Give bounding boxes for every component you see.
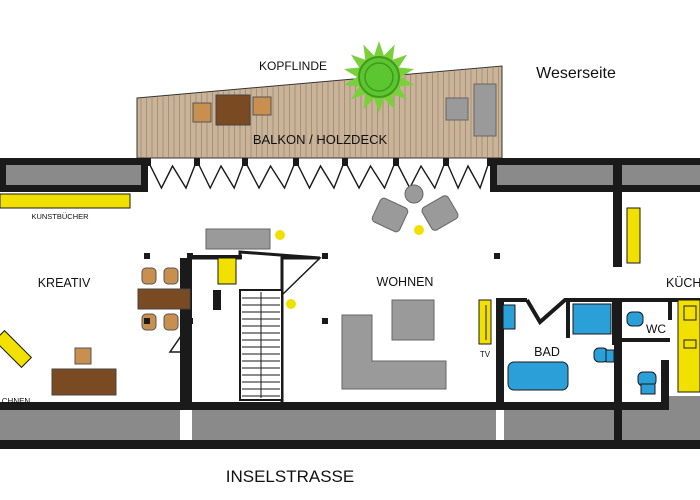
folding-door: [447, 164, 489, 190]
door-post: [393, 158, 399, 166]
lamp-dot-3: [286, 299, 296, 309]
label-chnen: CHNEN: [2, 397, 31, 406]
label-wc: WC: [646, 322, 666, 336]
door-post: [145, 158, 151, 166]
folding-door: [346, 164, 395, 190]
column: [322, 318, 328, 324]
column: [187, 318, 193, 324]
column: [187, 253, 193, 259]
armchairs: [371, 184, 459, 233]
kitchen-counter: [677, 299, 700, 393]
folding-door: [149, 164, 196, 190]
label-wohnen: WOHNEN: [377, 275, 434, 289]
coffee-table: [391, 299, 435, 341]
sideboard: [205, 228, 271, 250]
wall-fill: [0, 165, 700, 440]
folding-door: [246, 164, 295, 190]
column: [144, 253, 150, 259]
door-post: [443, 158, 449, 166]
label-kopflinde: KOPFLINDE: [259, 59, 327, 73]
column: [144, 318, 150, 324]
door-post: [293, 158, 299, 166]
sofa-icon: [341, 314, 447, 390]
balcony-table-set: [192, 94, 272, 126]
stairs-icon: [168, 250, 322, 410]
column: [494, 253, 500, 259]
door-posts: [145, 158, 493, 166]
bookshelf: [0, 193, 131, 209]
bathtub-icon: [507, 361, 569, 391]
column: [322, 253, 328, 259]
folding-door: [297, 164, 344, 190]
folding-door: [397, 164, 445, 190]
label-bad: BAD: [534, 345, 560, 359]
label-kueche: KÜCH: [666, 276, 700, 290]
label-tv: TV: [480, 350, 491, 359]
door-post: [342, 158, 348, 166]
label-inselstrasse: INSELSTRASSE: [226, 467, 355, 486]
label-kunstbuecher: KUNSTBÜCHER: [31, 212, 89, 221]
door-post: [242, 158, 248, 166]
wall-cabinet: [626, 207, 641, 264]
tree-icon: [343, 41, 415, 113]
tv-unit: [478, 299, 492, 345]
bathroom-fixtures: [502, 303, 657, 395]
balcony-lounge: [445, 83, 497, 137]
label-weserseite: Weserseite: [536, 65, 616, 82]
toilet-icon: [593, 347, 615, 363]
lamp-dot: [414, 225, 424, 235]
columns: [144, 253, 500, 324]
label-kreativ: KREATIV: [38, 276, 91, 290]
folding-door: [198, 164, 244, 190]
lamp-dot-2: [275, 230, 285, 240]
angled-counter: [0, 329, 33, 369]
wc-toilet-icon: [637, 371, 657, 395]
desk: [51, 347, 117, 396]
door-post: [487, 158, 493, 166]
door-post: [194, 158, 200, 166]
label-balkon: BALKON / HOLZDECK: [253, 132, 388, 147]
bathroom-walls: [500, 298, 700, 345]
